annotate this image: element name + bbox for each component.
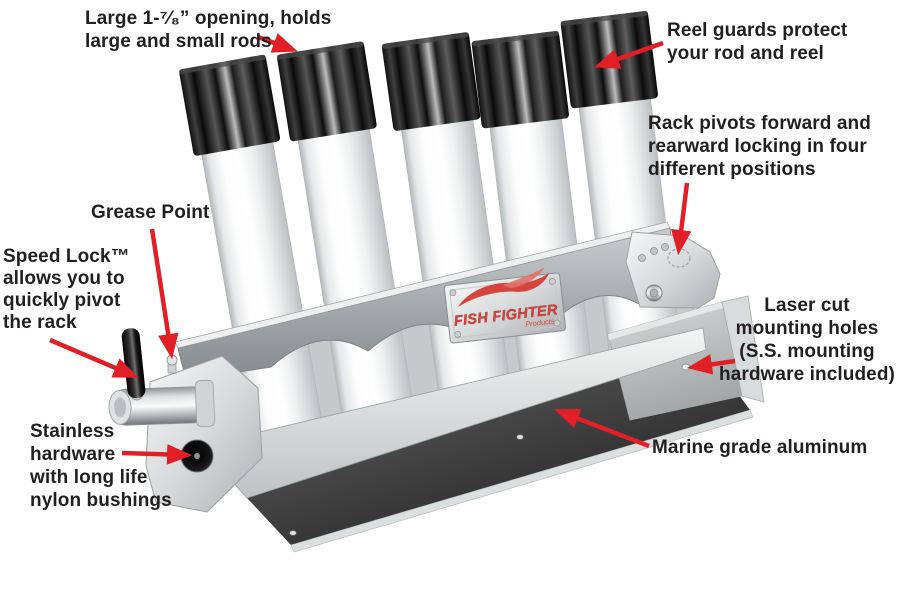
brand-plate: FISH FIGHTER Products: [443, 267, 567, 344]
callout-laser-cut: Laser cut mounting holes (S.S. mounting …: [718, 295, 895, 385]
callout-grease-point: Grease Point: [91, 202, 210, 223]
fish-logo-icon: [457, 272, 550, 308]
fish-logo-fin: [502, 267, 545, 289]
callout-stainless-hardware: Stainless hardware with long life nylon …: [30, 421, 172, 511]
arrow-laser-cut: [686, 354, 736, 375]
arrow-stainless: [121, 444, 193, 465]
pivot-end-plate: [625, 231, 721, 309]
base-interior-flange: [608, 302, 723, 340]
arrow-speed-lock: [49, 337, 139, 378]
rivet: [449, 289, 457, 297]
pivot-hole-2: [650, 247, 658, 255]
base-bottom-lip: [290, 409, 754, 553]
base-right-wall: [721, 295, 765, 403]
pivot-hole-3: [661, 243, 669, 251]
callout-marine-grade: Marine grade aluminum: [652, 437, 868, 458]
panel-hole-2: [516, 434, 524, 440]
callout-large-opening: Large 1-⁷⁄₈” opening, holds large and sm…: [85, 8, 332, 52]
grease-fitting: [166, 354, 178, 374]
arrow-large-opening: [257, 33, 298, 53]
rivet: [553, 319, 561, 327]
arrow-rack-pivots: [670, 182, 692, 256]
callout-reel-guards: Reel guards protect your rod and reel: [667, 20, 848, 64]
arrow-grease-point: [149, 228, 179, 360]
pivot-hole-1: [638, 254, 646, 262]
rivet: [548, 278, 556, 285]
rivet: [454, 331, 462, 338]
panel-hole-1: [289, 530, 297, 536]
callout-rack-pivots: Rack pivots forward and rearward locking…: [648, 113, 871, 180]
brand-sub: Products: [525, 316, 556, 328]
arrow-reel-guards: [594, 40, 664, 69]
laser-cut-hole: [681, 363, 691, 371]
callout-speed-lock: Speed Lock™ allows you to quickly pivot …: [3, 246, 130, 333]
arrow-marine-grade: [554, 408, 650, 449]
